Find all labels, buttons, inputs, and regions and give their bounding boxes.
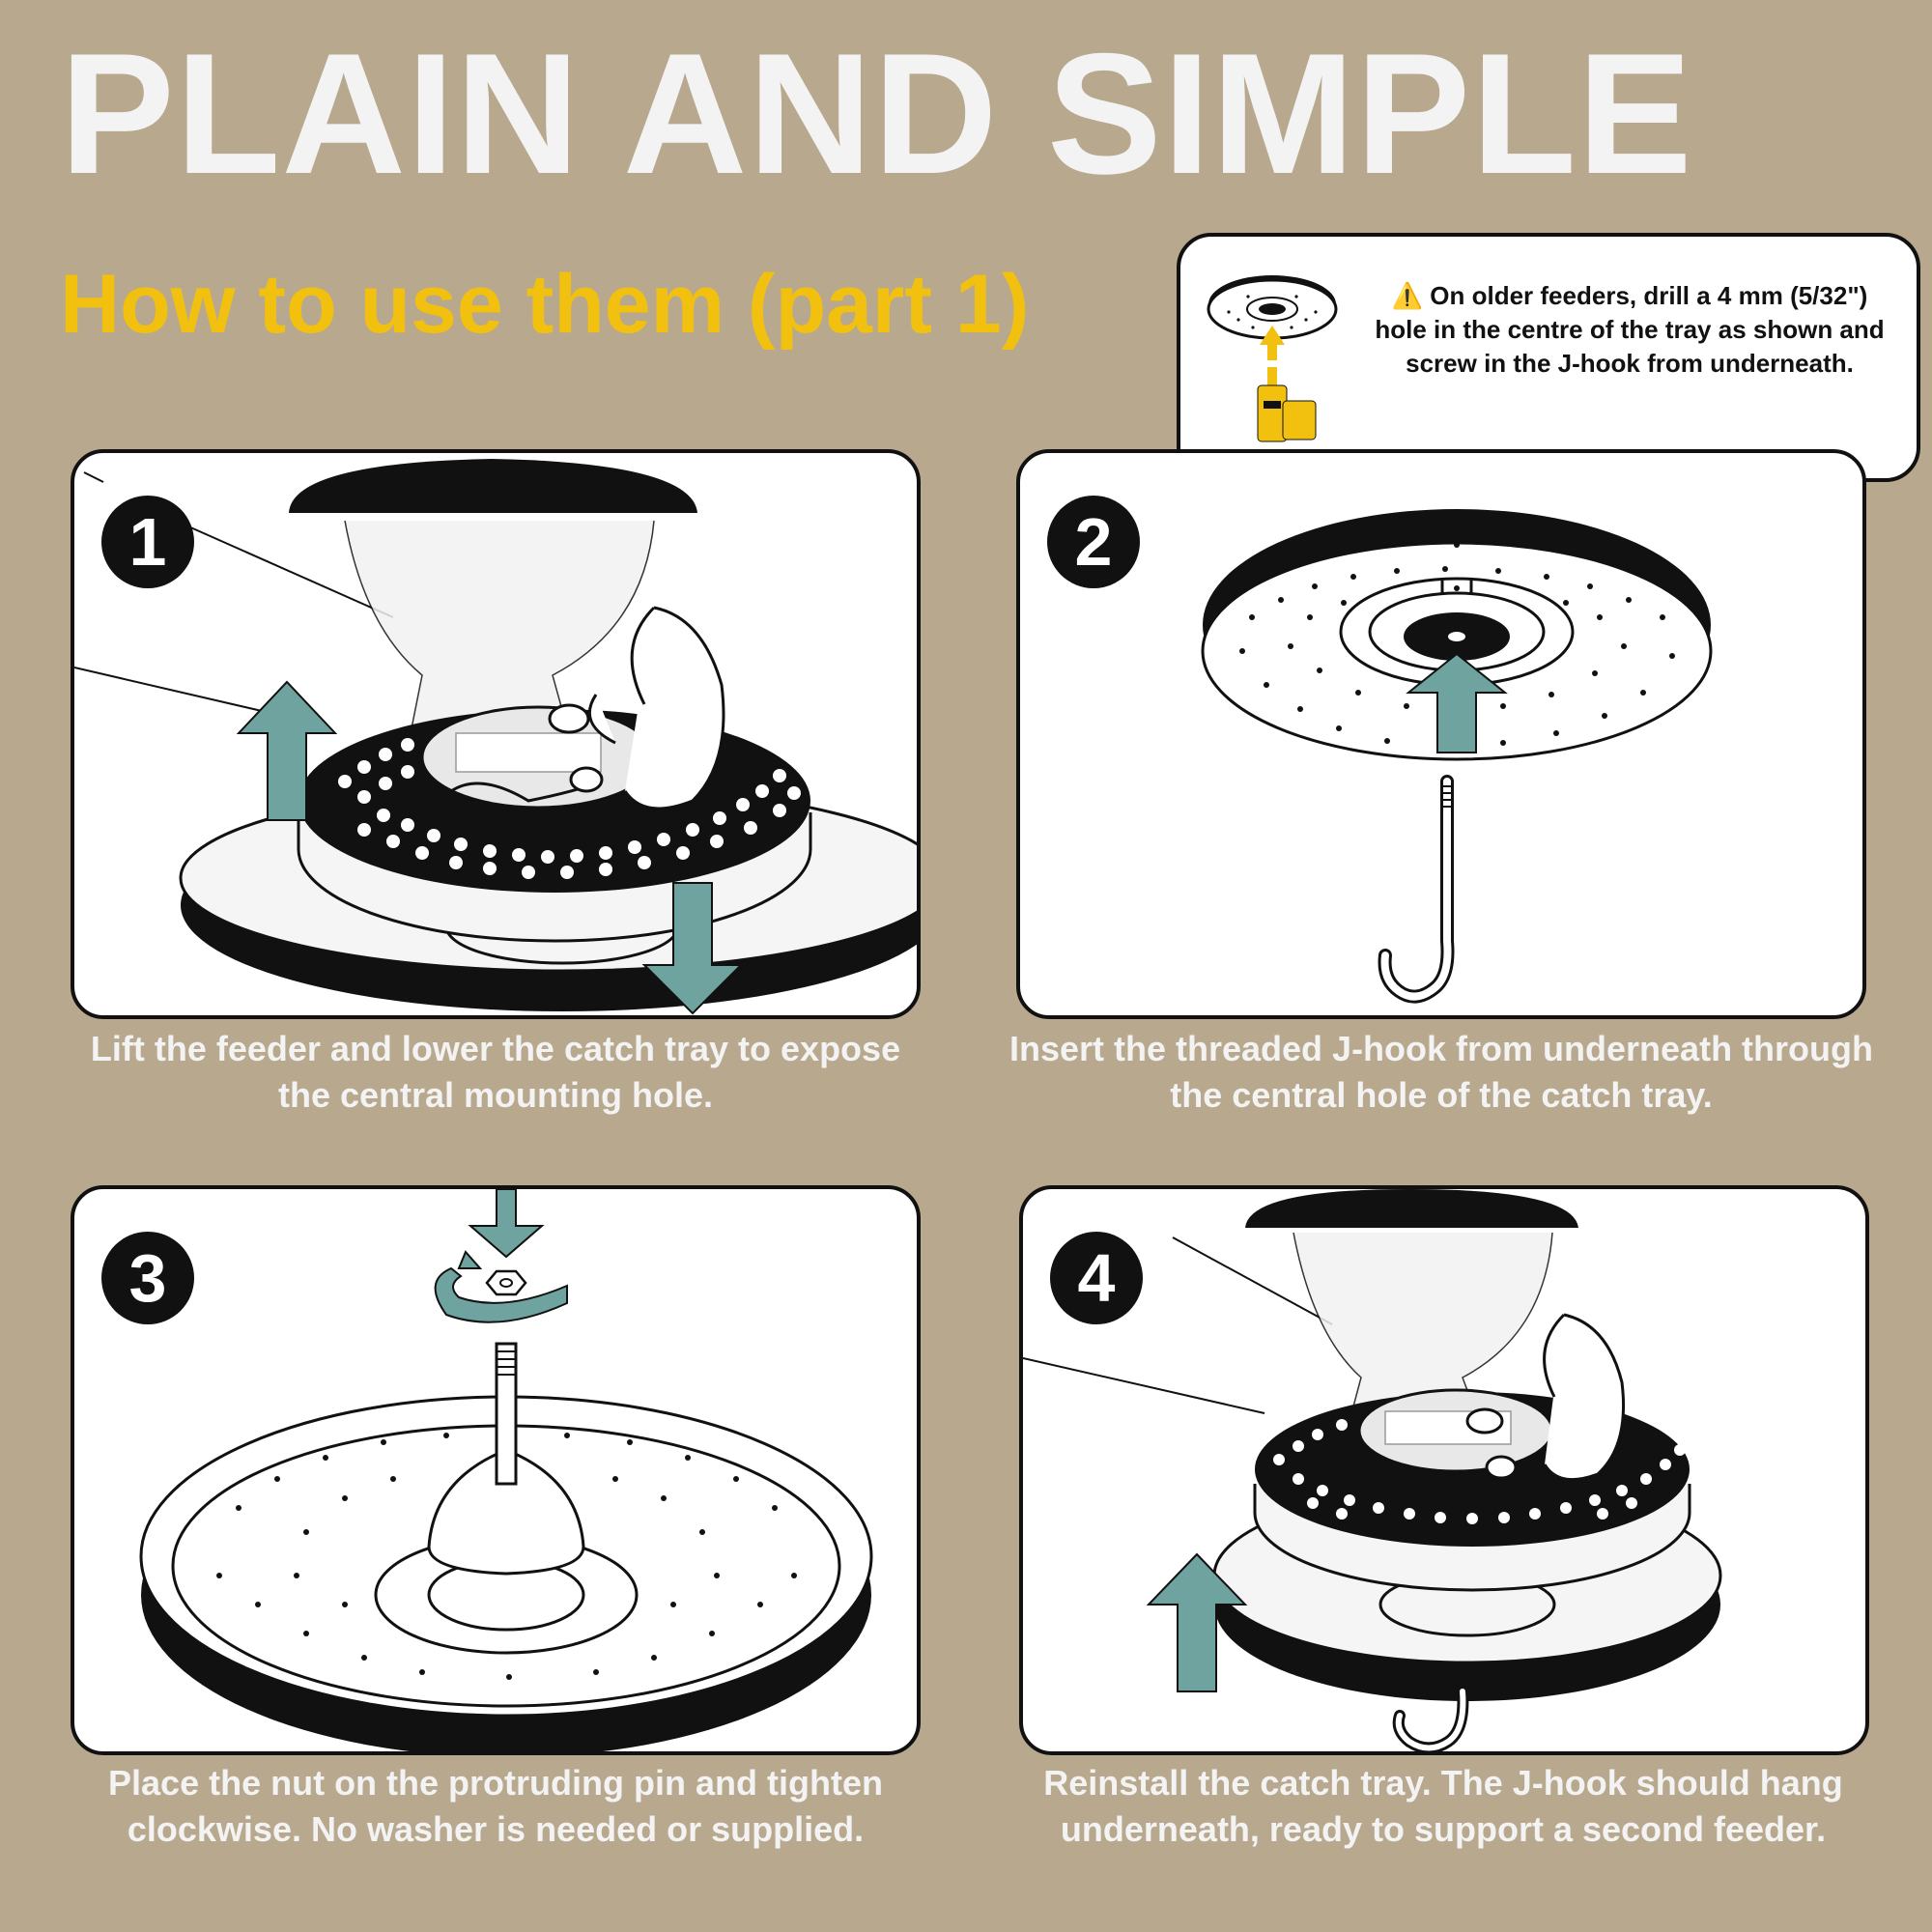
step-3-illustration <box>139 1189 873 1751</box>
note-box: ⚠️ On older feeders, drill a 4 mm (5/32"… <box>1177 233 1920 482</box>
tray-perforations <box>1239 527 1675 749</box>
step-2-badge: 2 <box>1047 496 1140 588</box>
page-title: PLAIN AND SIMPLE <box>60 17 1693 210</box>
catch-tray-drill-icon <box>1207 275 1338 442</box>
tray-perforations <box>216 1433 797 1680</box>
step-4-caption: Reinstall the catch tray. The J-hook sho… <box>1043 1763 1843 1849</box>
tray-perforations <box>338 738 801 879</box>
note-body: On older feeders, drill a 4 mm (5/32") h… <box>1375 281 1885 379</box>
step-3-panel: 3 <box>71 1185 921 1755</box>
step-2-caption: Insert the threaded J-hook from undernea… <box>1009 1029 1874 1115</box>
step-4-badge: 4 <box>1050 1232 1143 1324</box>
step-1-caption: Lift the feeder and lower the catch tray… <box>90 1029 901 1115</box>
step-3-caption: Place the nut on the protruding pin and … <box>108 1763 883 1849</box>
step-1-illustration <box>74 459 917 1015</box>
step-4-panel: 4 <box>1019 1185 1869 1755</box>
step-4-illustration <box>1023 1189 1722 1751</box>
step-2-panel: 2 <box>1016 449 1866 1019</box>
step-1-badge: 1 <box>101 496 194 588</box>
page-subtitle: How to use them (part 1) <box>60 258 1030 351</box>
note-text: ⚠️ On older feeders, drill a 4 mm (5/32"… <box>1364 279 1895 381</box>
step-2-illustration <box>1201 509 1713 1004</box>
tray-perforations <box>1273 1419 1686 1524</box>
step-1-panel: 1 <box>71 449 921 1019</box>
step-3-badge: 3 <box>101 1232 194 1324</box>
warning-icon: ⚠️ <box>1391 281 1424 310</box>
